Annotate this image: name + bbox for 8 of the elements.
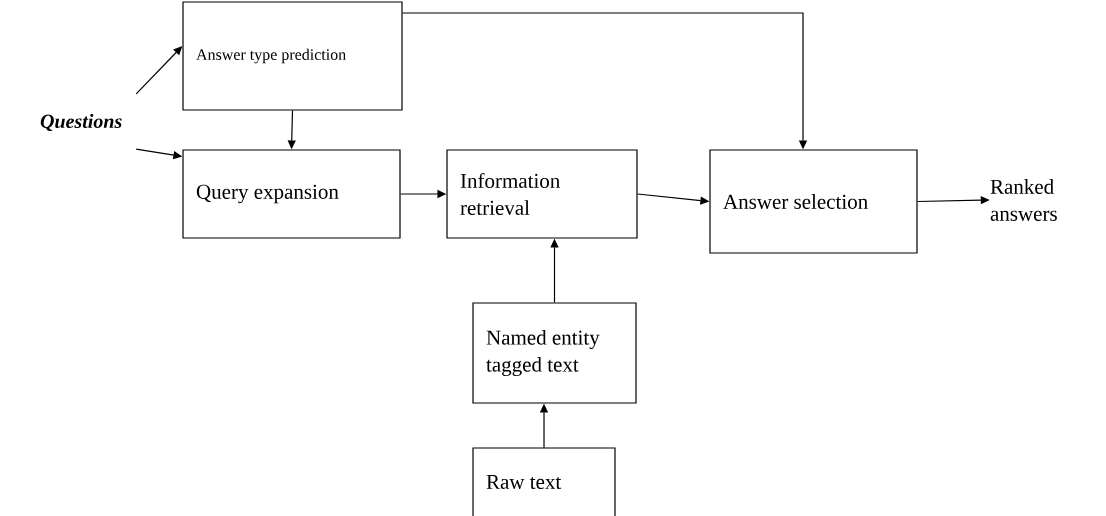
process-box: Answer type prediction [182, 1, 403, 111]
process-box: Answer selection [709, 149, 918, 254]
label-text: Ranked answers [990, 179, 1057, 221]
process-box: Information retrieval [446, 149, 638, 239]
process-box: Named entity tagged text [472, 302, 637, 404]
process-box: Raw text [472, 447, 616, 516]
process-box: Query expansion [182, 149, 401, 239]
label-text: Questions [40, 113, 122, 132]
